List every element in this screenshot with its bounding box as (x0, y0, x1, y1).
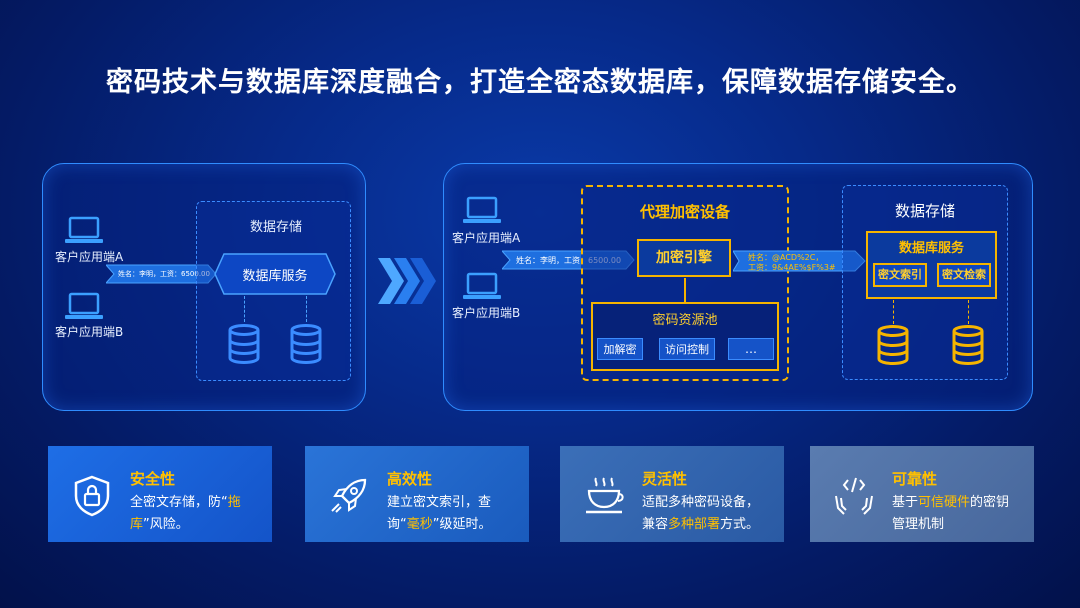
db-service-label: 数据库服务 (898, 241, 964, 256)
database-icon (290, 324, 322, 364)
feature-card-security: 安全性 全密文存储，防“拖库”风险。 (48, 446, 272, 542)
db-service-label: 数据库服务 (242, 269, 308, 284)
database-icon (877, 325, 909, 365)
connector-line (893, 300, 894, 324)
data-storage-label: 数据存储 (894, 202, 955, 220)
client-a-label: 客户应用端A (55, 250, 124, 264)
feature-desc: 基于可信硬件的密钥管理机制 (892, 495, 1010, 532)
client-b-label: 客户应用端B (55, 325, 124, 339)
database-icon (228, 324, 260, 364)
laptop-icon (463, 196, 501, 223)
data-flow-arrow (106, 264, 217, 284)
connector-line (306, 296, 307, 322)
database-icon (952, 325, 984, 365)
laptop-icon (65, 216, 103, 243)
chevron-right-icon (378, 258, 436, 304)
ciphertext-line-1: 姓名：@ACD%2C， (748, 253, 824, 262)
cipher-index-box: 密文索引 (873, 263, 927, 287)
rocket-icon (331, 478, 367, 513)
feature-card-reliability: 可靠性 基于可信硬件的密钥管理机制 (810, 446, 1034, 542)
feature-title: 可靠性 (892, 470, 938, 488)
ciphertext-flow-arrow (733, 250, 866, 272)
laptop-icon (65, 292, 103, 319)
laptop-icon (463, 272, 501, 299)
feature-desc: 建立密文索引，查询“毫秒”级延时。 (387, 495, 492, 532)
connector-line (244, 296, 245, 322)
data-storage-label: 数据存储 (250, 220, 303, 235)
cipher-search-box: 密文检索 (937, 263, 991, 287)
pool-item-encrypt: 加解密 (597, 338, 643, 360)
pool-title: 密码资源池 (652, 313, 718, 328)
cup-icon (586, 477, 624, 514)
pool-item-more: … (728, 338, 774, 360)
feature-title: 灵活性 (642, 470, 688, 488)
plaintext-data-label: 姓名：李明，工资：6500.00 (516, 256, 622, 265)
pool-item-access: 访问控制 (659, 338, 715, 360)
feature-title: 安全性 (130, 470, 176, 488)
feature-title: 高效性 (387, 470, 433, 488)
lock-shield-icon (74, 475, 110, 517)
plaintext-data-label: 姓名：李明，工资：6500.00 (118, 270, 210, 278)
feature-desc: 适配多种密码设备，兼容多种部署方式。 (642, 495, 760, 532)
feature-card-efficiency: 高效性 建立密文索引，查询“毫秒”级延时。 (305, 446, 529, 542)
encryption-engine: 加密引擎 (637, 239, 731, 277)
connector-line (968, 300, 969, 324)
connector-line (684, 278, 686, 302)
client-b-label: 客户应用端B (452, 306, 521, 320)
client-a-label: 客户应用端A (452, 231, 521, 245)
proxy-title: 代理加密设备 (639, 203, 730, 221)
page-title: 密码技术与数据库深度融合，打造全密态数据库，保障数据存储安全。 (106, 67, 974, 98)
ciphertext-line-2: 工资：9&4AE%$F%3# (748, 263, 836, 272)
feature-card-flexibility: 灵活性 适配多种密码设备，兼容多种部署方式。 (560, 446, 784, 542)
hands-code-icon (835, 477, 873, 515)
feature-desc: 全密文存储，防“拖库”风险。 (130, 495, 241, 532)
db-service-hexagon (214, 253, 336, 295)
